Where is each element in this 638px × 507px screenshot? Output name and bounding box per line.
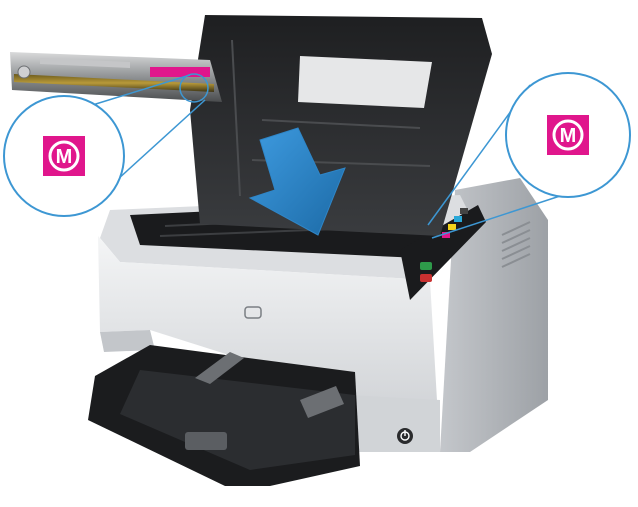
magenta-badge-icon: M [547, 115, 589, 155]
cancel-button[interactable] [420, 274, 432, 282]
power-icon[interactable] [397, 428, 413, 444]
indicator-yellow [448, 224, 456, 230]
tray-extension-handle[interactable] [185, 432, 227, 450]
badge-letter: M [560, 125, 577, 147]
indicator-cyan [454, 216, 462, 222]
go-button[interactable] [420, 262, 432, 270]
toner-cartridge [10, 52, 222, 102]
badge-letter: M [56, 146, 73, 168]
indicator-black [460, 208, 468, 214]
printer-lid-open [190, 15, 492, 236]
magenta-badge-icon: M [43, 136, 85, 176]
